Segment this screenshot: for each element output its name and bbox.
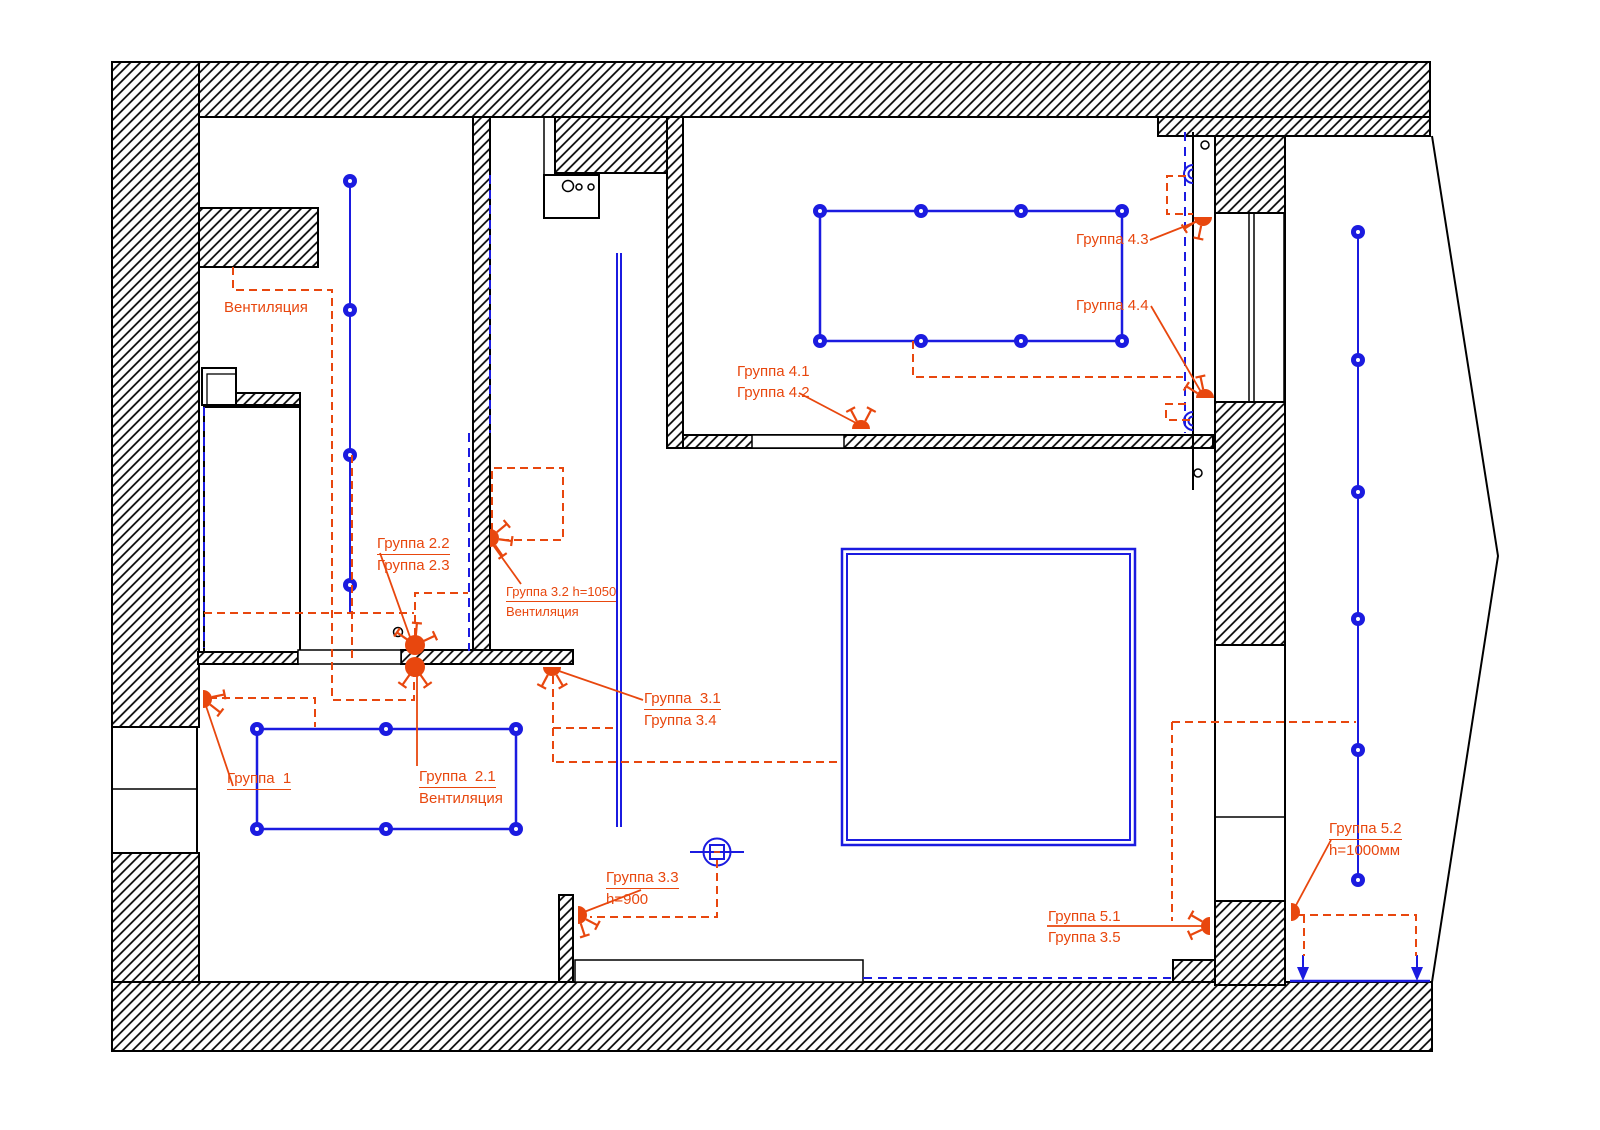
label-group-1: Группа 1 xyxy=(227,768,292,790)
wall-light-icon xyxy=(1186,909,1210,941)
wall-light-icon xyxy=(393,621,439,655)
walls xyxy=(111,61,1433,1052)
wall-stub xyxy=(558,894,574,983)
wall-step xyxy=(1172,959,1216,983)
label-group-2-1: Группа 2.1 Вентиляция xyxy=(419,768,503,807)
label-group-4-3: Группа 4.3 xyxy=(1076,231,1149,248)
wall-interior-vertical xyxy=(472,116,491,652)
label-group-3-1: Группа 3.1 Группа 3.4 xyxy=(644,690,721,729)
angled-outer-wall xyxy=(1431,135,1500,983)
wall-light-icon xyxy=(536,667,569,690)
wall-light-icon xyxy=(1180,216,1212,241)
door-opening-hall xyxy=(297,649,402,665)
window-pier-bottom xyxy=(1214,900,1286,986)
label-group-3-3: Группа 3.3 h=900 xyxy=(606,869,679,908)
led-arrow-icon xyxy=(1297,955,1423,981)
wall-left-upper xyxy=(111,61,200,728)
wall-light-icon xyxy=(1291,903,1300,921)
wall-light-icon xyxy=(489,518,514,560)
wall-interior-horizontal-right xyxy=(400,649,574,665)
wall-bottom xyxy=(111,981,1433,1052)
wall-top-step xyxy=(1157,116,1431,137)
ceiling-square xyxy=(840,547,1137,847)
window-left xyxy=(111,726,198,854)
label-group-5-2: Группа 5.2 h=1000мм xyxy=(1329,820,1402,859)
door-hinge-icon xyxy=(1200,140,1210,150)
kitchen-duct-block xyxy=(554,116,668,174)
door-hinge-icon xyxy=(392,626,404,638)
openings-and-fixtures xyxy=(111,117,1286,983)
label-ventilation-top: Вентиляция xyxy=(224,299,308,316)
blue-circuits xyxy=(203,132,1430,983)
counter-bottom xyxy=(574,959,864,983)
label-group-4-4: Группа 4.4 xyxy=(1076,297,1149,314)
wall-top xyxy=(111,61,1431,118)
closet xyxy=(203,406,301,653)
orange-circuits xyxy=(203,175,1417,956)
vent-shaft xyxy=(198,207,319,268)
wall-light-icon xyxy=(1182,374,1214,399)
wall-light-icon xyxy=(845,406,877,429)
wall-interior-horizontal-left xyxy=(197,651,299,665)
label-group-5-1: Группа 5.1 Группа 3.5 xyxy=(1048,908,1121,946)
closet-top-strip xyxy=(227,392,301,406)
door-hinge-icon xyxy=(1193,468,1203,478)
room-left-wall xyxy=(666,116,684,449)
wall-light-icon xyxy=(397,657,433,689)
label-group-3-2: Группа 3.2 h=1050 Вентиляция xyxy=(506,584,617,619)
window-pier-top xyxy=(1214,135,1286,214)
wall-light-icon xyxy=(574,906,601,939)
label-group-4-1: Группа 4.1 Группа 4.2 xyxy=(737,363,810,401)
wall-light-icon xyxy=(203,688,227,718)
door-opening-room4 xyxy=(751,434,845,449)
window-right-lower xyxy=(1214,644,1286,902)
label-group-2-2: Группа 2.2 Группа 2.3 xyxy=(377,535,450,574)
light-track-room4 xyxy=(818,209,1124,343)
window-pier-middle xyxy=(1214,401,1286,646)
window-right-upper xyxy=(1214,212,1286,403)
